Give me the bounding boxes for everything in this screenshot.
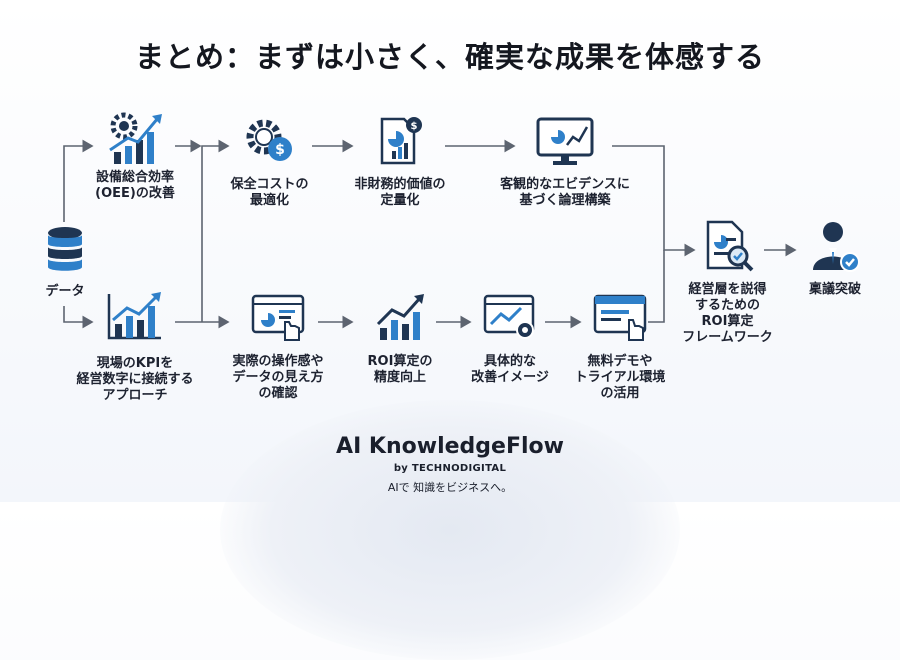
rising-bars-icon — [376, 294, 424, 340]
report-magnifier-icon — [706, 220, 753, 272]
businessman-check-icon — [813, 222, 860, 272]
node-demo: 無料デモや トライアル環境 の活用 — [565, 292, 675, 402]
brand-tagline: AIで 知識をビジネスへ。 — [387, 481, 513, 494]
node-maintenance-label: 保全コストの 最適化 — [230, 177, 309, 208]
node-nonfinancial-label: 非財務的価値の 定量化 — [354, 177, 446, 208]
brand-byline: by TECHNODIGITAL — [393, 463, 507, 474]
window-chart-gear-icon — [483, 294, 535, 339]
node-evidence-label: 客観的なエビデンスに 基づく論理構築 — [500, 177, 630, 208]
node-operation: 実際の操作感や データの見え方 の確認 — [218, 292, 338, 402]
node-nonfinancial: $ 非財務的価値の 定量化 — [340, 115, 460, 209]
node-demo-label: 無料デモや トライアル環境 の活用 — [574, 354, 666, 401]
arrow-data-to-oee — [63, 139, 94, 222]
browser-click-icon — [593, 294, 647, 341]
arrow-data-to-kpi — [63, 306, 94, 329]
node-data-label: データ — [45, 284, 85, 299]
monitor-dashboard-icon — [536, 117, 594, 165]
node-oee-label: 設備総合効率 (OEE)の改善 — [95, 170, 175, 201]
database-icon — [48, 227, 82, 271]
node-roi-accuracy-label: ROI算定の 精度向上 — [367, 354, 433, 385]
flow-arrows — [63, 139, 797, 329]
arrow-demo-to-framework — [648, 250, 665, 323]
arrow-branch-to-maintenance — [201, 139, 230, 322]
brand-name: AI KnowledgeFlow — [336, 434, 564, 459]
window-touch-icon — [251, 294, 305, 341]
page-title: まとめ：まずは小さく、確実な成果を体感する — [134, 40, 765, 74]
node-improvement: 具体的な 改善イメージ — [460, 292, 560, 386]
node-framework-label: 経営層を説得 するための ROI算定 フレームワーク — [682, 282, 773, 345]
node-roi-accuracy: ROI算定の 精度向上 — [350, 292, 450, 386]
node-kpi: 現場のKPIを 経営数字に接続する アプローチ — [70, 290, 200, 404]
bar-chart-growth-icon — [107, 292, 161, 340]
svg-text:$: $ — [275, 142, 285, 158]
node-framework: 経営層を説得 するための ROI算定 フレームワーク — [675, 218, 780, 346]
node-maintenance: $ 保全コストの 最適化 — [212, 115, 327, 209]
svg-text:$: $ — [411, 121, 418, 132]
node-improvement-label: 具体的な 改善イメージ — [471, 354, 549, 385]
node-kpi-label: 現場のKPIを 経営数字に接続する アプローチ — [76, 356, 194, 403]
node-oee: 設備総合効率 (OEE)の改善 — [80, 110, 190, 202]
arrow-evidence-to-framework — [612, 145, 696, 257]
node-approval: 稟議突破 — [790, 218, 880, 298]
node-evidence: 客観的なエビデンスに 基づく論理構築 — [490, 115, 640, 209]
node-data: データ — [30, 226, 100, 300]
gear-coin-icon: $ — [246, 119, 292, 161]
gear-growth-chart-icon — [109, 112, 162, 164]
document-chart-coin-icon: $ — [380, 117, 422, 165]
node-operation-label: 実際の操作感や データの見え方 の確認 — [232, 354, 324, 401]
node-approval-label: 稟議突破 — [808, 282, 861, 297]
